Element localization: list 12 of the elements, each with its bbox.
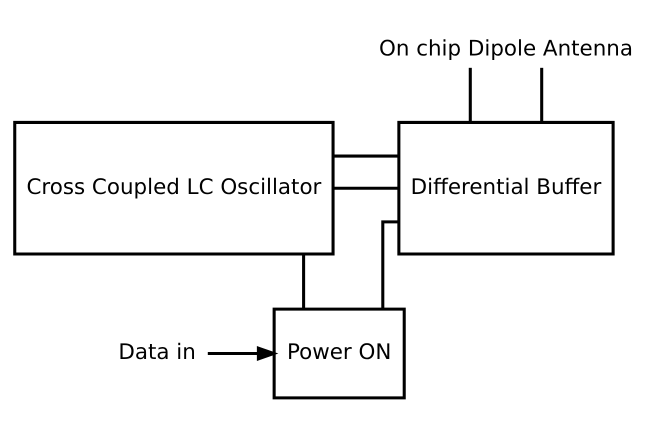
node-text: Data in <box>118 340 196 366</box>
node-box: Cross Coupled LC Oscillator <box>13 120 335 256</box>
connector <box>333 186 398 190</box>
connector <box>302 254 306 309</box>
arrow <box>208 346 278 362</box>
connector <box>540 68 544 122</box>
node-box: Power ON <box>272 308 406 400</box>
node-box: Differential Buffer <box>397 120 615 256</box>
connector <box>333 154 398 158</box>
node-text: On chip Dipole Antenna <box>379 36 633 62</box>
connector <box>468 68 472 122</box>
connector <box>381 220 398 309</box>
